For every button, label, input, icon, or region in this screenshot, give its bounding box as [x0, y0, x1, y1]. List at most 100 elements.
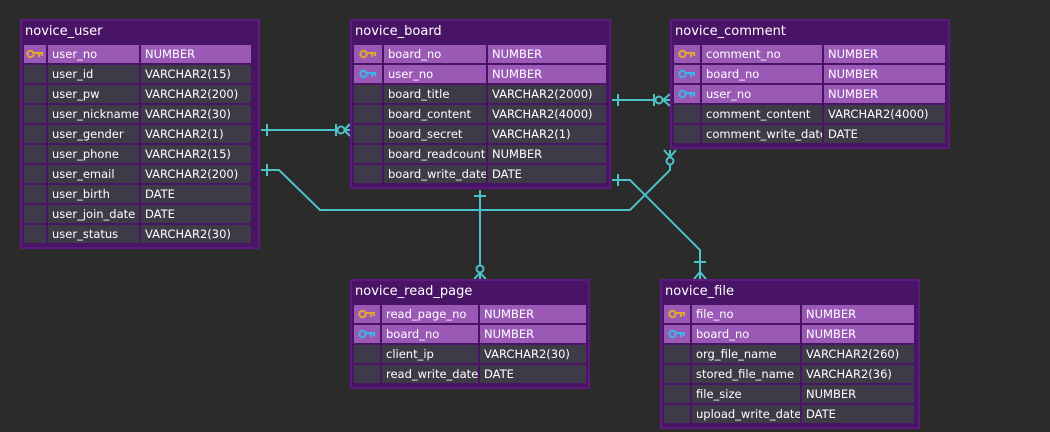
column-name: board_no: [382, 325, 478, 343]
column-name: board_readcount: [384, 145, 486, 163]
column-name: upload_write_date: [692, 405, 800, 423]
column-type: VARCHAR2(4000): [488, 105, 606, 123]
column-name: user_join_date: [48, 205, 139, 223]
key-cell: [24, 145, 46, 163]
column-type: VARCHAR2(2000): [488, 85, 606, 103]
column-name: user_id: [48, 65, 139, 83]
primary-key-icon: [668, 309, 685, 319]
column-name: board_write_date: [384, 165, 486, 183]
column-type: NUMBER: [824, 45, 945, 63]
column-type: VARCHAR2(36): [802, 365, 914, 383]
key-cell: [664, 385, 690, 403]
crow-foot: [693, 271, 707, 280]
column-name: board_content: [384, 105, 486, 123]
key-cell: [664, 365, 690, 383]
key-cell: [674, 85, 700, 103]
key-cell: [664, 405, 690, 423]
column-name: stored_file_name: [692, 365, 800, 383]
column-name: user_status: [48, 225, 139, 243]
foreign-key-icon: [358, 329, 375, 339]
optional-circle: [336, 125, 346, 135]
key-cell: [24, 165, 46, 183]
primary-key-icon: [26, 49, 43, 59]
key-cell: [354, 145, 382, 163]
key-cell: [354, 125, 382, 143]
foreign-key-icon: [668, 329, 685, 339]
key-cell: [24, 105, 46, 123]
key-cell: [674, 65, 700, 83]
column-type: VARCHAR2(30): [141, 225, 251, 243]
column-type: NUMBER: [488, 65, 606, 83]
primary-key-icon: [359, 49, 376, 59]
key-cell: [24, 225, 46, 243]
column-name: user_phone: [48, 145, 139, 163]
column-name: file_size: [692, 385, 800, 403]
column-name: user_email: [48, 165, 139, 183]
entity-title: novice_board: [355, 24, 442, 39]
foreign-key-icon: [678, 89, 695, 99]
column-type: VARCHAR2(200): [141, 85, 251, 103]
column-type: VARCHAR2(260): [802, 345, 914, 363]
column-name: comment_no: [702, 45, 822, 63]
column-name: read_page_no: [382, 305, 478, 323]
column-name: comment_write_date: [702, 125, 822, 143]
column-name: user_pw: [48, 85, 139, 103]
column-name: board_secret: [384, 125, 486, 143]
key-cell: [354, 365, 380, 383]
entity-title: novice_comment: [675, 24, 786, 39]
key-cell: [674, 45, 700, 63]
line-board-file: [612, 179, 701, 279]
key-cell: [354, 65, 382, 83]
column-type: NUMBER: [141, 45, 251, 63]
column-type: VARCHAR2(4000): [824, 105, 945, 123]
column-type: NUMBER: [802, 385, 914, 403]
column-type: DATE: [488, 165, 606, 183]
key-cell: [24, 185, 46, 203]
key-cell: [664, 345, 690, 363]
column-name: board_title: [384, 85, 486, 103]
